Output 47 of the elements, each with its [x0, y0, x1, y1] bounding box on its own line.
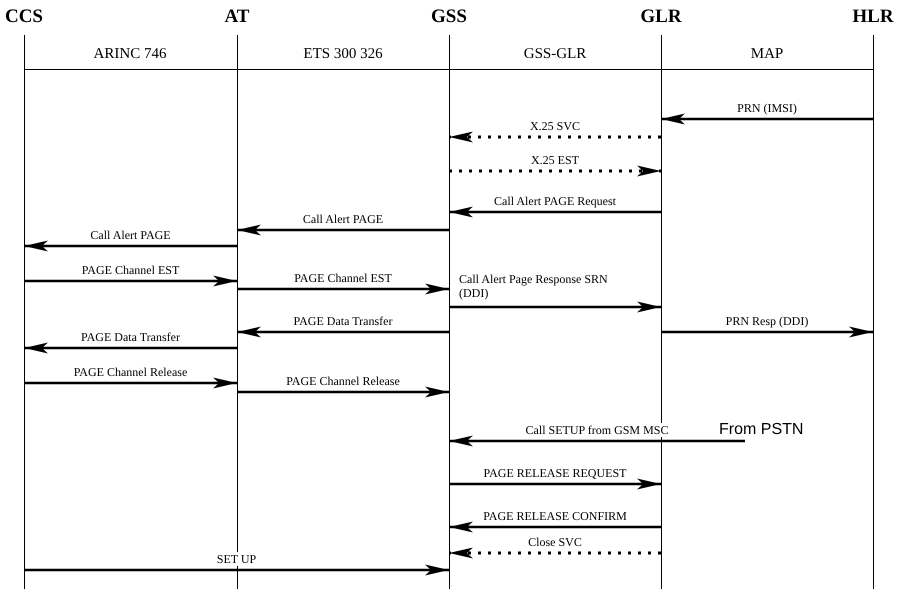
- participant-label: HLR: [851, 6, 895, 28]
- message-arrow: [449, 166, 661, 176]
- message-arrow: [449, 548, 661, 558]
- participant-label: GSS: [430, 6, 468, 28]
- protocol-label: ARINC 746: [94, 45, 166, 63]
- message-label: PAGE Channel Release: [285, 374, 401, 388]
- message-arrow: [449, 436, 745, 446]
- participant-label: CCS: [4, 6, 44, 28]
- protocol-label: ETS 300 326: [303, 45, 383, 63]
- message-label: PAGE Channel EST: [293, 271, 393, 285]
- message-arrow: [237, 326, 449, 338]
- message-label: PAGE Channel Release: [72, 365, 188, 379]
- message-label: PAGE Channel EST: [80, 263, 180, 277]
- message-arrow: [24, 240, 237, 252]
- message-label: PRN Resp (DDI): [724, 314, 810, 328]
- message-label: PAGE RELEASE CONFIRM: [482, 509, 628, 523]
- message-arrow: [237, 284, 449, 294]
- participant-label: GLR: [639, 6, 683, 28]
- message-arrow: [237, 224, 449, 236]
- message-label: SET UP: [216, 552, 258, 566]
- message-arrow: [24, 342, 237, 354]
- message-label: X.25 SVC: [529, 119, 581, 133]
- message-label: Call Alert PAGE Request: [493, 194, 617, 208]
- message-arrow: [449, 302, 661, 312]
- message-label: PAGE Data Transfer: [292, 314, 394, 328]
- message-arrow: [449, 132, 661, 142]
- message-label: Close SVC: [527, 535, 583, 549]
- message-arrow: [24, 276, 237, 286]
- message-arrow: [661, 326, 873, 338]
- source-label: From PSTN: [719, 421, 823, 439]
- message-label: Call SETUP from GSM MSC: [524, 423, 670, 437]
- protocol-label: GSS-GLR: [524, 45, 586, 63]
- message-label: PAGE RELEASE REQUEST: [482, 466, 628, 480]
- message-arrow: [661, 114, 873, 124]
- message-label: PRN (IMSI): [736, 101, 798, 115]
- message-label: X.25 EST: [530, 153, 580, 167]
- participant-label: AT: [224, 6, 250, 28]
- message-arrow: [24, 378, 237, 388]
- message-arrow: [449, 522, 661, 532]
- message-label: PAGE Data Transfer: [80, 330, 181, 344]
- protocol-label: MAP: [750, 45, 784, 63]
- message-label: Call Alert PAGE: [302, 212, 384, 226]
- message-arrow: [449, 206, 661, 218]
- message-label: Call Alert PAGE: [89, 228, 172, 242]
- message-arrow: [449, 478, 661, 490]
- message-arrow: [237, 386, 449, 398]
- message-arrow: [24, 564, 449, 576]
